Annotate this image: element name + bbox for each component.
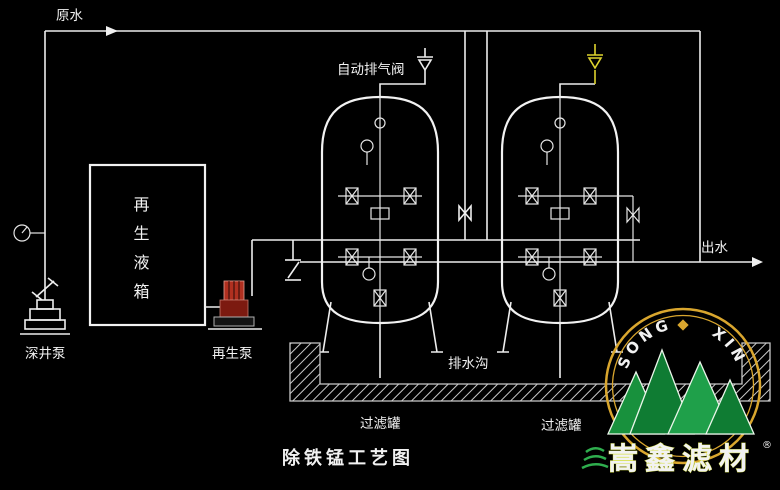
framed-valve-icon [525,248,539,266]
logo-mountains-icon [606,348,756,435]
bowtie-valve-icon [626,206,640,224]
regen-pump-icon [208,280,262,330]
manifold-pipes [252,31,763,267]
framed-valve-icon [583,187,597,205]
filter-tank-1-label: 过滤罐 [360,416,401,432]
framed-valve-icon [345,248,359,266]
regen-tank-label: 再生液箱 [131,196,150,312]
framed-valve-icon [553,289,567,307]
expansion-joint-icon [285,240,301,281]
outlet-label: 出水 [701,240,729,256]
raw-water-label: 原水 [56,8,83,24]
valve-wheel-icon [374,117,386,129]
yellow-exhaust-valve-icon [587,44,603,84]
company-logo: SONG XIN 嵩鑫滤材 ® [581,307,772,477]
filter-tank-1 [317,48,443,378]
gauge-icon [362,257,376,281]
gauge-icon [360,139,374,165]
raw-water-pipe [44,26,701,300]
pressure-gauge-icon [13,224,45,242]
framed-valve-icon [403,248,417,266]
framed-valve-icon [373,289,387,307]
filter-tank-2-label: 过滤罐 [541,418,582,434]
framed-valve-icon [583,248,597,266]
diagram-title: 除铁锰工艺图 [282,447,414,469]
regen-tank-box [88,163,207,327]
regen-pump-label: 再生泵 [212,346,253,362]
bowtie-valve-icon [458,203,472,223]
gauge-icon [542,257,556,281]
exhaust-valve-icon [379,48,433,97]
gauge-icon [540,139,554,165]
logo-rings [604,307,762,465]
exhaust-valve-label: 自动排气阀 [337,62,405,78]
valve-wheel-icon [554,117,566,129]
deep-well-pump-icon [20,299,70,335]
framed-valve-icon [345,187,359,205]
meter-box-icon [370,207,390,220]
framed-valve-icon [525,187,539,205]
gate-valve-icon [31,277,59,301]
registered-mark: ® [762,440,772,451]
logo-ornament-icon [677,319,689,331]
outlet-arrow-icon [752,257,763,267]
drain-ditch-label: 排水沟 [448,356,489,372]
deep-well-pump-label: 深井泵 [25,346,66,362]
leaf-ornament-icon [581,447,609,470]
meter-box-icon [550,207,570,220]
filter-tank-2 [497,44,640,378]
flow-arrow-icon [106,26,118,36]
framed-valve-icon [403,187,417,205]
brand-name-text: 嵩鑫滤材 [608,442,756,477]
